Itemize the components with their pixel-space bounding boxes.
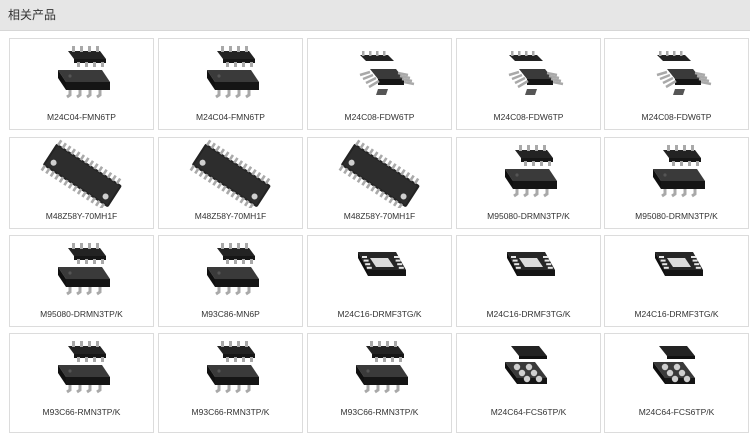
product-card[interactable]: M24C16-DRMF3TG/K	[307, 235, 452, 327]
product-card[interactable]: M48Z58Y-70MH1F	[9, 137, 154, 229]
product-image[interactable]	[10, 138, 155, 208]
product-image[interactable]	[308, 236, 453, 306]
product-name-link[interactable]: M93C66-RMN3TP/K	[340, 407, 419, 417]
product-name-link[interactable]: M95080-DRMN3TP/K	[40, 309, 123, 319]
product-name-link[interactable]: M24C64-FCS6TP/K	[638, 407, 715, 417]
product-image[interactable]	[605, 138, 750, 208]
product-image[interactable]	[10, 236, 155, 306]
product-image[interactable]	[10, 39, 155, 109]
product-card[interactable]: M24C04-FMN6TP	[9, 38, 154, 130]
product-card[interactable]: M24C08-FDW6TP	[604, 38, 749, 130]
product-image[interactable]	[308, 334, 453, 404]
product-name-link[interactable]: M24C16-DRMF3TG/K	[337, 309, 422, 319]
product-card[interactable]: M95080-DRMN3TP/K	[9, 235, 154, 327]
product-card[interactable]: M95080-DRMN3TP/K	[604, 137, 749, 229]
product-name-link[interactable]: M24C16-DRMF3TG/K	[486, 309, 571, 319]
product-card[interactable]: M93C66-RMN3TP/K	[9, 333, 154, 433]
product-image[interactable]	[159, 334, 304, 404]
product-card[interactable]: M48Z58Y-70MH1F	[158, 137, 303, 229]
product-card[interactable]: M93C66-RMN3TP/K	[307, 333, 452, 433]
product-image[interactable]	[605, 236, 750, 306]
product-name-link[interactable]: M24C04-FMN6TP	[47, 112, 116, 122]
product-card[interactable]: M24C64-FCS6TP/K	[456, 333, 601, 433]
product-card[interactable]: M24C04-FMN6TP	[158, 38, 303, 130]
product-card[interactable]: M24C16-DRMF3TG/K	[604, 235, 749, 327]
product-image[interactable]	[457, 39, 602, 109]
product-card[interactable]: M95080-DRMN3TP/K	[456, 137, 601, 229]
product-name-link[interactable]: M95080-DRMN3TP/K	[635, 211, 718, 221]
product-card[interactable]: M24C08-FDW6TP	[456, 38, 601, 130]
product-image[interactable]	[605, 39, 750, 109]
product-image[interactable]	[308, 39, 453, 109]
product-card[interactable]: M48Z58Y-70MH1F	[307, 137, 452, 229]
product-card[interactable]: M24C08-FDW6TP	[307, 38, 452, 130]
product-name-link[interactable]: M93C66-RMN3TP/K	[42, 407, 121, 417]
section-header: 相关产品	[0, 0, 750, 31]
product-card[interactable]: M93C66-RMN3TP/K	[158, 333, 303, 433]
product-name-link[interactable]: M24C08-FDW6TP	[641, 112, 712, 122]
product-name-link[interactable]: M24C16-DRMF3TG/K	[634, 309, 719, 319]
product-image[interactable]	[605, 334, 750, 404]
product-name-link[interactable]: M24C08-FDW6TP	[493, 112, 564, 122]
product-card[interactable]: M93C86-MN6P	[158, 235, 303, 327]
product-image[interactable]	[457, 138, 602, 208]
product-image[interactable]	[159, 236, 304, 306]
product-card[interactable]: M24C16-DRMF3TG/K	[456, 235, 601, 327]
product-name-link[interactable]: M93C86-MN6P	[201, 309, 260, 319]
product-name-link[interactable]: M93C66-RMN3TP/K	[191, 407, 270, 417]
product-name-link[interactable]: M24C08-FDW6TP	[344, 112, 415, 122]
product-image[interactable]	[10, 334, 155, 404]
product-image[interactable]	[457, 236, 602, 306]
product-image[interactable]	[159, 39, 304, 109]
product-image[interactable]	[159, 138, 304, 208]
product-name-link[interactable]: M48Z58Y-70MH1F	[343, 211, 416, 221]
product-name-link[interactable]: M95080-DRMN3TP/K	[487, 211, 570, 221]
product-name-link[interactable]: M48Z58Y-70MH1F	[45, 211, 118, 221]
section-title: 相关产品	[8, 8, 57, 22]
product-image[interactable]	[308, 138, 453, 208]
product-name-link[interactable]: M48Z58Y-70MH1F	[194, 211, 267, 221]
product-image[interactable]	[457, 334, 602, 404]
product-name-link[interactable]: M24C04-FMN6TP	[196, 112, 265, 122]
product-name-link[interactable]: M24C64-FCS6TP/K	[490, 407, 567, 417]
product-card[interactable]: M24C64-FCS6TP/K	[604, 333, 749, 433]
